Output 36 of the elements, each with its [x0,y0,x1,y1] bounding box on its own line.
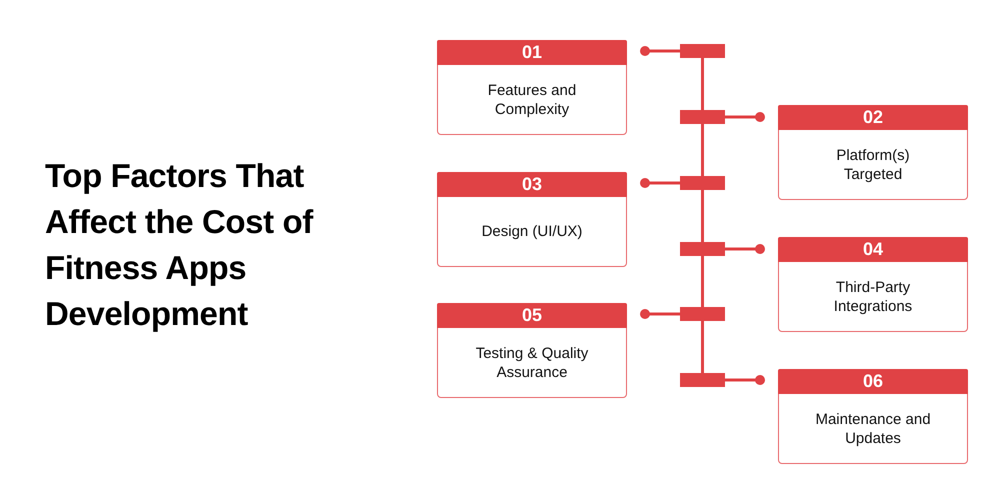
factor-card [437,40,627,135]
timeline-spine [701,321,704,373]
timeline-spine [701,256,704,307]
factor-label: Maintenance and Updates [814,410,932,448]
factor-card [778,105,968,200]
timeline-tab [680,242,725,256]
factor-card [437,172,627,267]
factor-label: Third-Party Integrations [832,278,914,316]
dot-connector [640,178,680,188]
card-number: 04 [778,237,968,262]
dot-connector [725,375,765,385]
card-number: 03 [437,172,627,197]
factor-label: Features and Complexity [486,80,578,118]
dot-connector [725,244,765,254]
factor-card [778,369,968,464]
timeline-spine [701,190,704,242]
factor-card [437,303,627,398]
dot-connector [640,46,680,56]
timeline-spine [701,124,704,176]
card-number: 02 [778,105,968,130]
timeline-tab [680,307,725,321]
timeline-tab [680,44,725,58]
timeline-tab [680,176,725,190]
dot-connector [640,309,680,319]
title: Top Factors That Affect the Cost of Fitness Apps Development [45,156,314,334]
card-number: 06 [778,369,968,394]
factor-card [778,237,968,332]
timeline-tab [680,110,725,124]
factor-label: Testing & Quality Assurance [474,344,590,382]
timeline-tab [680,373,725,387]
timeline-spine [701,58,704,110]
card-number: 01 [437,40,627,65]
factor-label: Platform(s) Targeted [835,146,911,184]
dot-connector [725,112,765,122]
card-number: 05 [437,303,627,328]
factor-label: Design (UI/UX) [482,222,582,241]
